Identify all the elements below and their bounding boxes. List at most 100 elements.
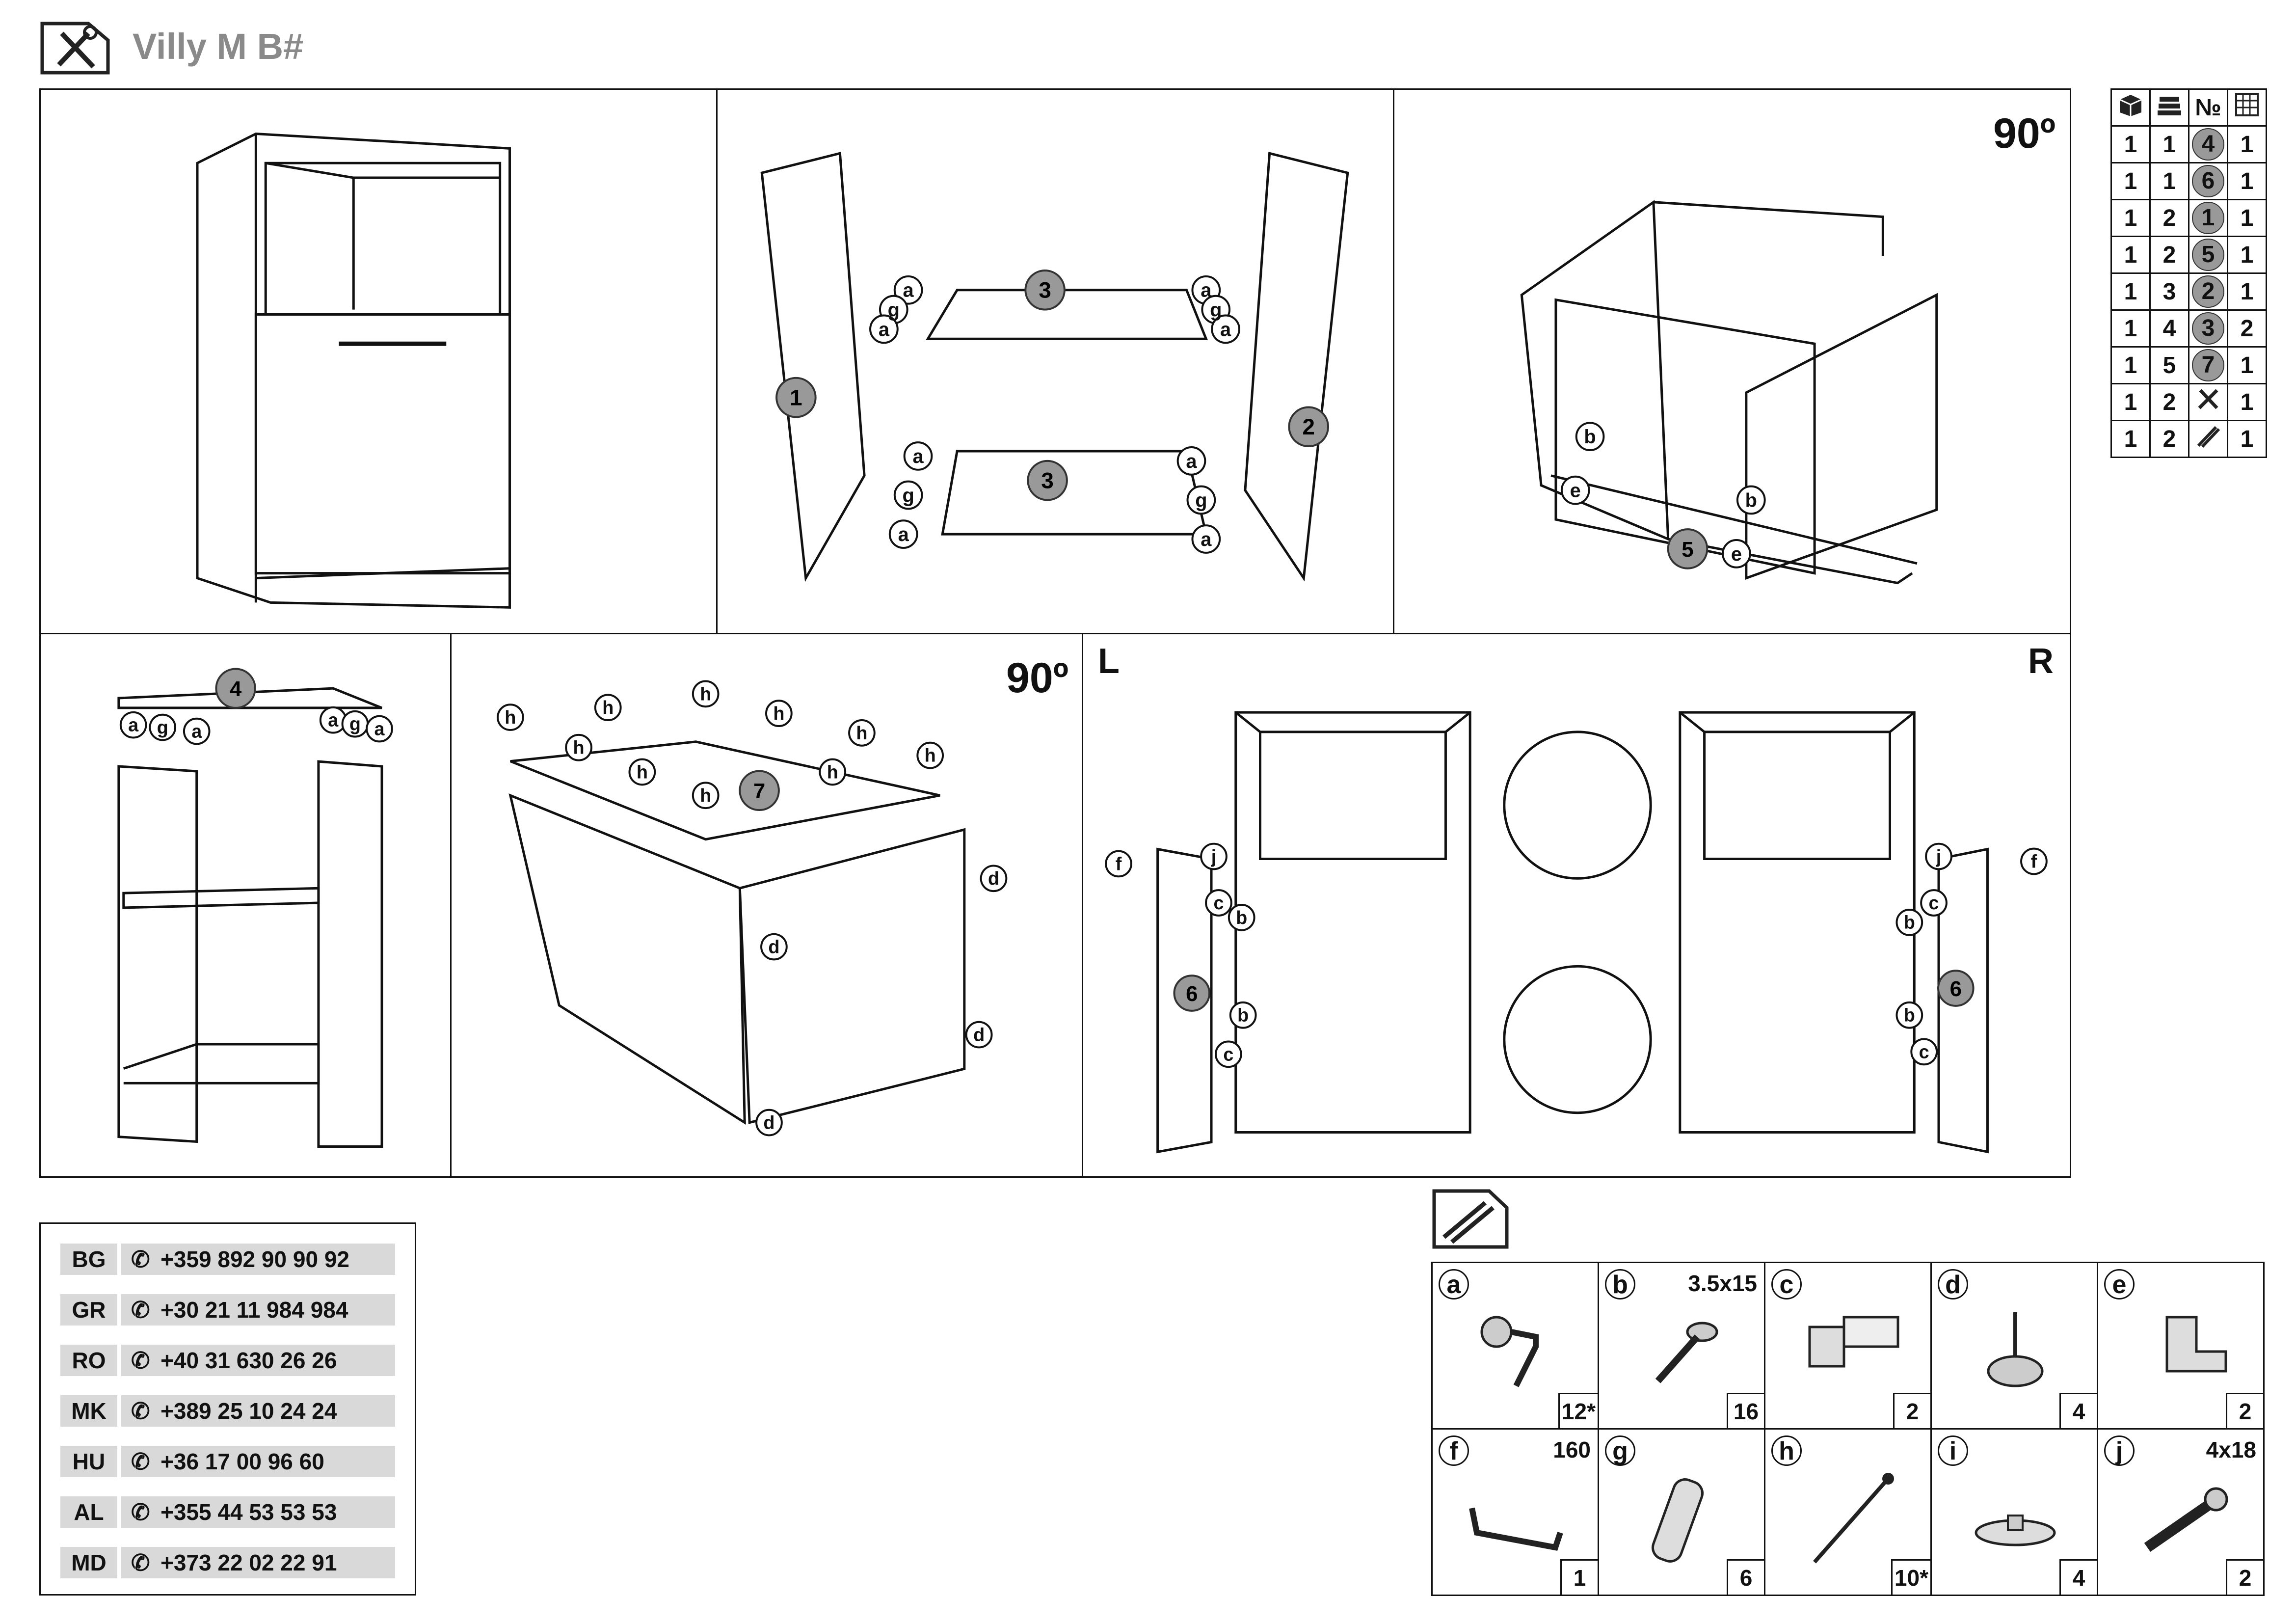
hardware-qty: 16 xyxy=(1727,1393,1764,1428)
contact-row: MD✆+373 22 02 22 91 xyxy=(60,1547,395,1578)
svg-text:g: g xyxy=(349,714,361,734)
rotate-90-label-2: 90º xyxy=(1006,654,1069,702)
nail-icon xyxy=(1795,1464,1903,1567)
svg-text:j: j xyxy=(1936,846,1942,867)
hardware-qty: 10* xyxy=(1891,1559,1930,1595)
svg-text:g: g xyxy=(157,717,168,738)
hardware-letter: g xyxy=(1605,1435,1635,1466)
svg-text:h: h xyxy=(700,785,711,806)
svg-text:h: h xyxy=(505,707,516,728)
header-tools-icon xyxy=(39,21,113,76)
hardware-item-f: f 160 1 xyxy=(1431,1428,1599,1596)
svg-text:e: e xyxy=(1731,543,1742,565)
svg-text:b: b xyxy=(1237,1005,1249,1026)
svg-text:b: b xyxy=(1584,426,1596,448)
hardware-letter: c xyxy=(1771,1269,1802,1299)
svg-text:f: f xyxy=(1116,854,1122,874)
contact-row: GR✆+30 21 11 984 984 xyxy=(60,1294,395,1326)
phone-icon: ✆ xyxy=(131,1297,150,1323)
hardware-qty: 12* xyxy=(1558,1393,1598,1428)
svg-text:5: 5 xyxy=(1682,538,1693,562)
tools-icon xyxy=(2188,383,2228,421)
phone-icon: ✆ xyxy=(131,1499,150,1525)
hardware-qty: 2 xyxy=(2226,1393,2263,1428)
corner-bracket-icon xyxy=(2128,1298,2236,1401)
nail-glide-icon xyxy=(1961,1298,2069,1401)
hardware-letter: d xyxy=(1938,1269,1968,1299)
svg-text:3: 3 xyxy=(1041,468,1053,493)
svg-text:e: e xyxy=(1570,480,1581,502)
svg-text:6: 6 xyxy=(1950,977,1962,1001)
hardware-letter: i xyxy=(1938,1435,1968,1466)
hardware-item-h: h 10* xyxy=(1764,1428,1932,1596)
right-side-label: R xyxy=(2028,642,2054,681)
svg-text:f: f xyxy=(2031,851,2037,872)
number-header: № xyxy=(2188,88,2228,127)
phone-icon: ✆ xyxy=(131,1246,150,1272)
contacts-box: BG✆+359 892 90 90 92 GR✆+30 21 11 984 98… xyxy=(39,1222,416,1596)
svg-text:b: b xyxy=(1745,489,1757,511)
svg-text:h: h xyxy=(856,723,867,744)
svg-text:6: 6 xyxy=(1186,982,1198,1006)
left-side-label: L xyxy=(1098,642,1120,681)
hardware-size: 3.5x15 xyxy=(1688,1271,1757,1296)
svg-text:a: a xyxy=(1220,319,1231,340)
svg-text:d: d xyxy=(768,937,779,957)
hardware-qty: 1 xyxy=(1560,1559,1598,1595)
svg-text:h: h xyxy=(925,746,936,766)
hardware-letter: e xyxy=(2104,1269,2135,1299)
svg-text:c: c xyxy=(1213,893,1224,914)
hardware-letter: j xyxy=(2104,1435,2135,1466)
hardware-qty: 2 xyxy=(2226,1559,2263,1595)
svg-text:h: h xyxy=(637,762,648,783)
svg-text:d: d xyxy=(763,1113,774,1134)
svg-text:4: 4 xyxy=(230,677,242,701)
hardware-letter: f xyxy=(1439,1435,1469,1466)
svg-text:a: a xyxy=(328,710,339,731)
svg-text:7: 7 xyxy=(753,779,765,803)
svg-text:a: a xyxy=(191,721,202,741)
cam-lock-icon xyxy=(1462,1298,1570,1401)
bolt-icon xyxy=(2128,1464,2236,1567)
parts-table-header: № xyxy=(2110,88,2267,127)
stack-icon xyxy=(2149,88,2189,127)
phone-icon: ✆ xyxy=(131,1348,150,1373)
hardware-letter: h xyxy=(1771,1435,1802,1466)
phone-icon: ✆ xyxy=(131,1449,150,1474)
hardware-qty: 4 xyxy=(2059,1393,2097,1428)
screw-icon xyxy=(1629,1298,1736,1401)
svg-text:b: b xyxy=(1236,908,1247,928)
svg-text:g: g xyxy=(1210,299,1222,321)
hardware-qty: 4 xyxy=(2059,1559,2097,1595)
hardware-qty: 2 xyxy=(1893,1393,1930,1428)
panel-finished-cabinet xyxy=(39,88,718,634)
svg-text:b: b xyxy=(1904,913,1915,933)
svg-text:3: 3 xyxy=(1039,278,1051,303)
svg-text:j: j xyxy=(1211,846,1217,867)
svg-text:a: a xyxy=(898,524,909,545)
svg-text:1: 1 xyxy=(790,385,802,410)
svg-text:a: a xyxy=(128,715,139,735)
svg-text:h: h xyxy=(827,762,838,783)
svg-text:g: g xyxy=(888,299,900,321)
svg-text:2: 2 xyxy=(1302,414,1314,439)
hardware-header-icon xyxy=(1431,1188,1510,1250)
hardware-size: 160 xyxy=(1553,1437,1591,1462)
dowel-icon xyxy=(1629,1464,1736,1567)
